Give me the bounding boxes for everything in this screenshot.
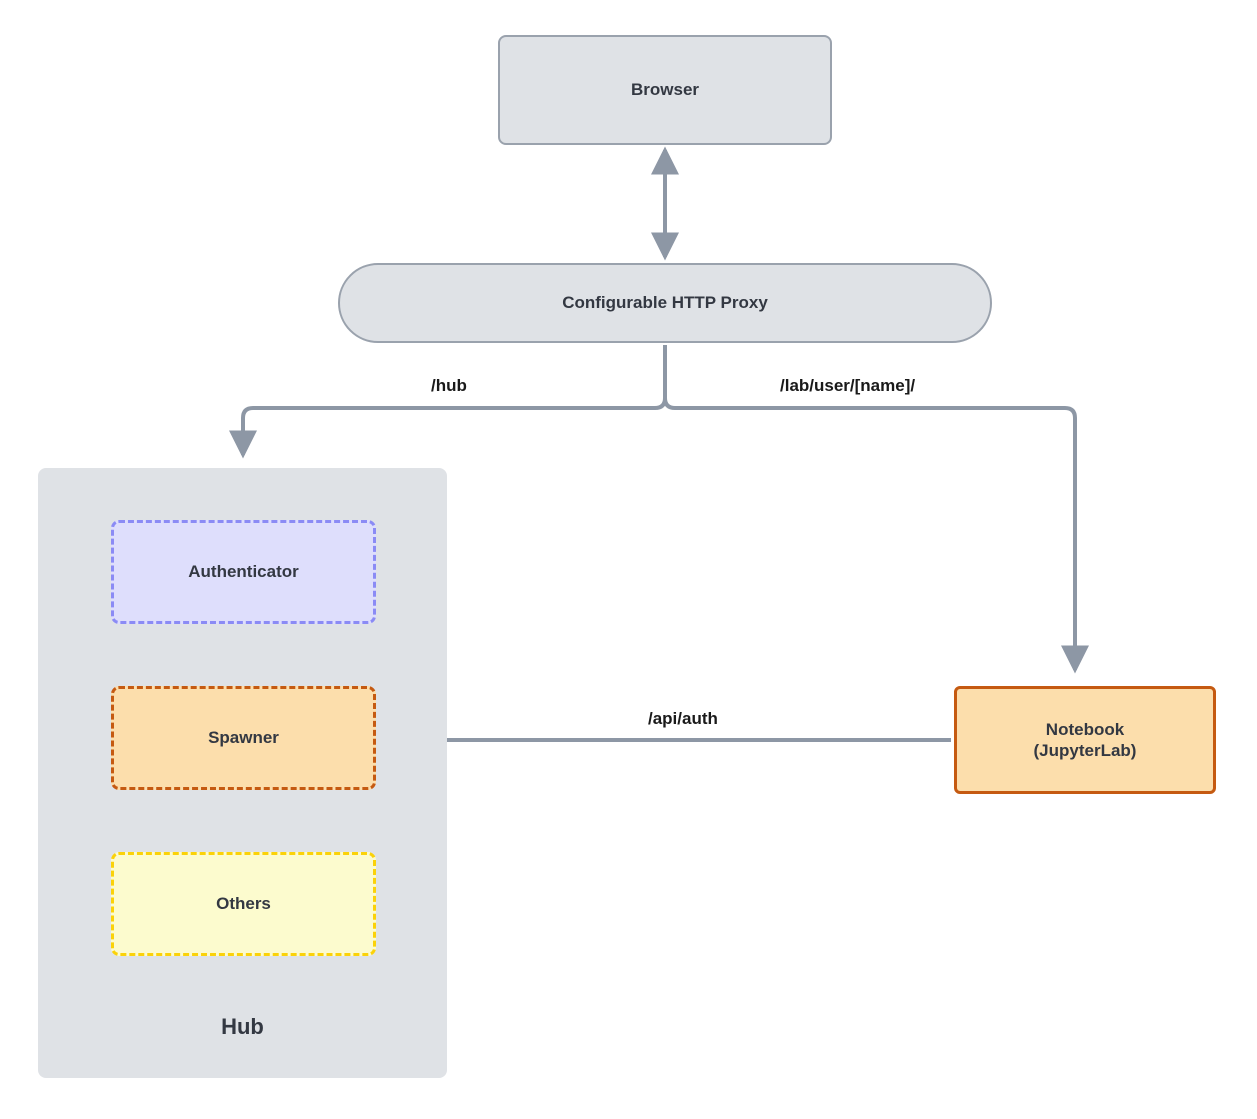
- node-authenticator-label: Authenticator: [188, 562, 299, 582]
- edge-label-api-auth: /api/auth: [644, 709, 722, 729]
- edge-label-lab-user-path: /lab/user/[name]/: [776, 376, 920, 396]
- node-configurable-http-proxy[interactable]: Configurable HTTP Proxy: [338, 263, 992, 343]
- node-proxy-label: Configurable HTTP Proxy: [562, 293, 768, 313]
- node-hub-container[interactable]: Authenticator Spawner Others Hub: [38, 468, 447, 1078]
- node-browser-label: Browser: [630, 80, 700, 100]
- node-others[interactable]: Others: [111, 852, 376, 956]
- node-authenticator[interactable]: Authenticator: [111, 520, 376, 624]
- node-notebook-label-line2: (JupyterLab): [1033, 741, 1137, 760]
- node-spawner[interactable]: Spawner: [111, 686, 376, 790]
- node-hub-label: Hub: [221, 1013, 264, 1039]
- node-browser[interactable]: Browser: [498, 35, 832, 145]
- edge-label-hub-path: /hub: [427, 376, 471, 396]
- edge-proxy-hub: [229, 345, 667, 459]
- node-others-label: Others: [216, 894, 271, 914]
- node-notebook[interactable]: Notebook (JupyterLab): [954, 686, 1216, 794]
- node-spawner-label: Spawner: [208, 728, 279, 748]
- node-notebook-label-group: Notebook (JupyterLab): [1034, 719, 1137, 762]
- node-notebook-label-line1: Notebook: [1045, 719, 1125, 739]
